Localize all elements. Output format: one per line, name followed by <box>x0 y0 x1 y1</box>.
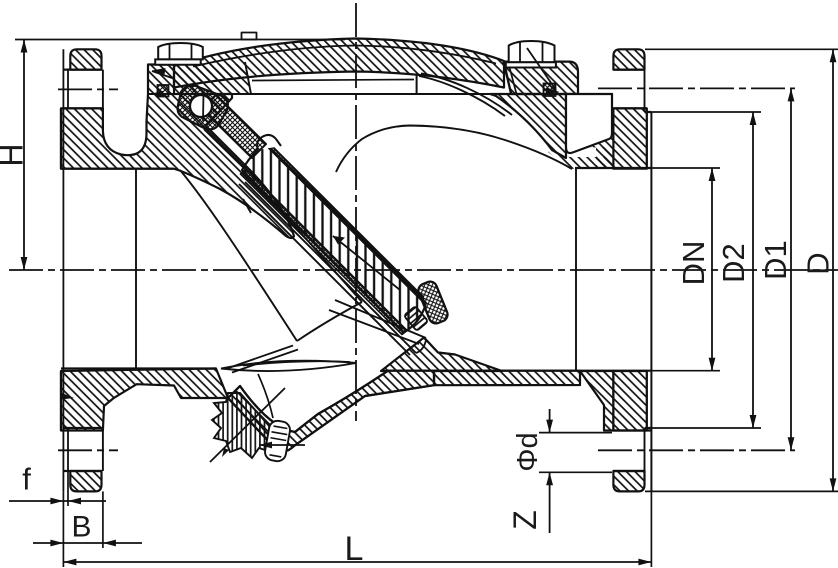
svg-text:DN: DN <box>676 241 711 286</box>
svg-text:D: D <box>801 252 836 274</box>
svg-text:B: B <box>71 511 91 544</box>
svg-text:D2: D2 <box>716 243 751 283</box>
svg-text:f: f <box>22 462 31 497</box>
svg-text:L: L <box>345 530 364 568</box>
svg-text:Z: Z <box>507 510 543 530</box>
svg-text:D1: D1 <box>758 240 793 280</box>
svg-text:H: H <box>0 143 30 166</box>
svg-text:Φd: Φd <box>512 432 544 471</box>
